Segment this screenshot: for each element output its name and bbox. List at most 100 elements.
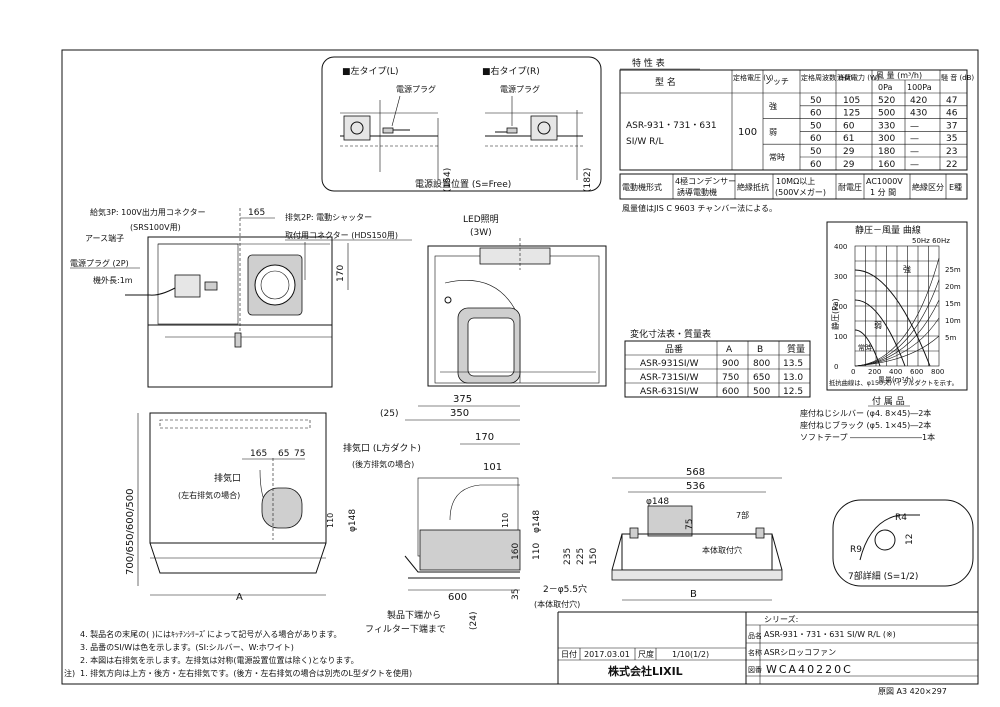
tb-date: 2017.03.01 xyxy=(584,650,630,659)
spec-power: 29 xyxy=(843,160,855,170)
spec-withstand-2: 1 分 間 xyxy=(870,188,896,197)
spec-power: 29 xyxy=(843,147,855,157)
spec-title: 特 性 表 xyxy=(632,57,665,69)
acc-item-2: 座付ねじブラック (φ5. 1×45)―2本 xyxy=(800,420,931,430)
side-dim-110b: 110 xyxy=(532,543,542,560)
spec-freq: 60 xyxy=(810,109,822,119)
fl-dim-65: 65 xyxy=(278,449,289,459)
curve-duct-length: 15m xyxy=(945,300,961,308)
curve-freq: 50Hz 60Hz xyxy=(912,237,950,245)
curve-fan-line xyxy=(854,329,881,367)
spec-col-0pa: 0Pa xyxy=(878,83,893,92)
spec-withstand-label: 耐電圧 xyxy=(838,182,862,192)
side-exhaust: 排気口 (L方ダクト) xyxy=(343,442,421,454)
fl-height: 700/650/600/500 xyxy=(125,489,136,575)
curve-continuous: 常時 xyxy=(858,343,872,352)
top-dim-b: B xyxy=(690,589,697,600)
side-dim-350: 350 xyxy=(450,408,469,419)
note-prefix: 注) xyxy=(64,668,75,678)
spec-notch: 常時 xyxy=(769,153,785,162)
tb-name: ASRシロッコファン xyxy=(764,648,836,657)
curve-note: 抵抗曲線は、φ150スパイラルダクトを示す。 xyxy=(829,378,958,387)
size-cell: 750 xyxy=(722,373,739,383)
size-cell: ASR-731SI/W xyxy=(640,373,699,383)
curve-fan-line xyxy=(854,269,931,367)
mounting-view: 568 536 φ148 75 7部 本体取付穴 235 225 150 2－φ… xyxy=(534,467,783,609)
front-shutter-1: 排気2P: 電動シャッター xyxy=(285,212,372,222)
spec-notch: 弱 xyxy=(769,127,777,136)
side-dim-375: 375 xyxy=(453,394,472,405)
tb-scale: 1/10(1/2) xyxy=(672,650,709,659)
spec-100pa: — xyxy=(910,121,919,131)
spec-noise: 23 xyxy=(946,147,957,157)
side-filter-2: フィルター下端まで xyxy=(365,623,446,635)
spec-insulation-1: 10MΩ以上 xyxy=(776,177,815,186)
fl-dim-75: 75 xyxy=(294,449,305,459)
curve-resistance-line xyxy=(854,257,940,367)
top-holes: 2－φ5.5穴 xyxy=(543,583,587,595)
spec-100pa: — xyxy=(910,147,919,157)
spec-notch: 強 xyxy=(769,101,777,111)
size-cell: 12.5 xyxy=(783,387,803,397)
spec-class-value: E種 xyxy=(949,182,962,192)
spec-power: 61 xyxy=(843,134,854,144)
size-cell: 13.0 xyxy=(783,373,803,383)
inset-plug-right: 電源プラグ xyxy=(500,84,540,94)
top-dim-235: 235 xyxy=(563,548,573,565)
plug-position-inset: ■左タイプ(L) ■右タイプ(R) 電源プラグ 電源プラグ (154) (182… xyxy=(321,56,602,192)
top-dim-536: 536 xyxy=(686,481,705,492)
spec-noise: 47 xyxy=(946,96,957,106)
top-plan-view: 給気3P: 100V出力用コネクター (SRS100V用) アース端子 電源プラ… xyxy=(70,207,412,388)
spec-voltage: 100 xyxy=(738,127,757,138)
led-watt: (3W) xyxy=(470,228,492,238)
curve-x-tick: 600 xyxy=(910,368,923,376)
top-dim-148: φ148 xyxy=(646,497,669,507)
curve-x-tick: 400 xyxy=(889,368,902,376)
tb-date-label: 日付 xyxy=(561,649,577,659)
front-plug: 電源プラグ (2P) xyxy=(70,258,129,268)
size-cell: ASR-631SI/W xyxy=(640,387,699,397)
part-7-detail: R4 R9 12 7部詳細 (S=1/2) xyxy=(832,499,974,587)
curve-resistance-line xyxy=(854,335,940,367)
side-dim-170: 170 xyxy=(475,432,494,443)
side-dim-160: 160 xyxy=(511,543,521,560)
spec-motor-label: 電動機形式 xyxy=(622,182,662,192)
inset-dim-right: (182) xyxy=(583,168,593,192)
side-dim-24: (24) xyxy=(469,612,479,630)
size-cell: 13.5 xyxy=(783,359,803,369)
spec-insulation-2: (500Vメガー) xyxy=(775,187,826,197)
spec-power: 125 xyxy=(843,109,860,119)
side-dim-25: (25) xyxy=(380,409,398,419)
detail-12: 12 xyxy=(905,534,915,545)
spec-model-2: SI/W R/L xyxy=(626,137,663,147)
acc-title: 付 属 品 xyxy=(872,396,905,407)
top-part-7: 7部 xyxy=(736,510,749,520)
tb-series-label: シリーズ: xyxy=(764,614,798,624)
spec-freq: 60 xyxy=(810,134,822,144)
front-earth: アース端子 xyxy=(85,233,124,243)
tb-product-label: 品名 xyxy=(748,631,762,640)
size-header: 質量 xyxy=(787,343,805,355)
side-dim-148: φ148 xyxy=(532,510,542,533)
spec-note: 風量値はJIS C 9603 チャンバー法による。 xyxy=(622,203,777,213)
spec-0pa: 300 xyxy=(878,134,895,144)
spec-100pa: — xyxy=(910,134,919,144)
note-4: 4. 製品名の末尾の( )にはｷｯﾁﾝｼﾘｰｽﾞによって記号が入る場合があります… xyxy=(80,629,342,639)
size-cell: 600 xyxy=(722,387,739,397)
spec-table: 特 性 表 型 名 定格電圧 (V) ノッチ 定格周波数 (Hz) 消費電力 (… xyxy=(619,57,974,213)
curve-title: 静圧－風量 曲線 xyxy=(855,224,921,236)
spec-0pa: 330 xyxy=(878,121,895,131)
spec-model-1: ASR-931・731・631 xyxy=(626,121,717,131)
note-1: 1. 排気方向は上方・後方・左右排気です。(後方・左右排気の場合は別売のL型ダク… xyxy=(80,668,412,678)
notes: 4. 製品名の末尾の( )にはｷｯﾁﾝｼﾘｰｽﾞによって記号が入る場合があります… xyxy=(64,629,412,678)
side-dim-101: 101 xyxy=(483,462,502,473)
side-dim-35: 35 xyxy=(511,589,521,600)
curve-duct-length: 25m xyxy=(945,266,961,274)
fl-dim-165: 165 xyxy=(250,449,267,459)
note-3: 3. 品番のSI/Wは色を示します。(SI:シルバー、W:ホワイト) xyxy=(80,642,294,652)
tb-paper: 原図 A3 420×297 xyxy=(878,687,947,696)
curve-duct-length: 5m xyxy=(945,334,956,342)
